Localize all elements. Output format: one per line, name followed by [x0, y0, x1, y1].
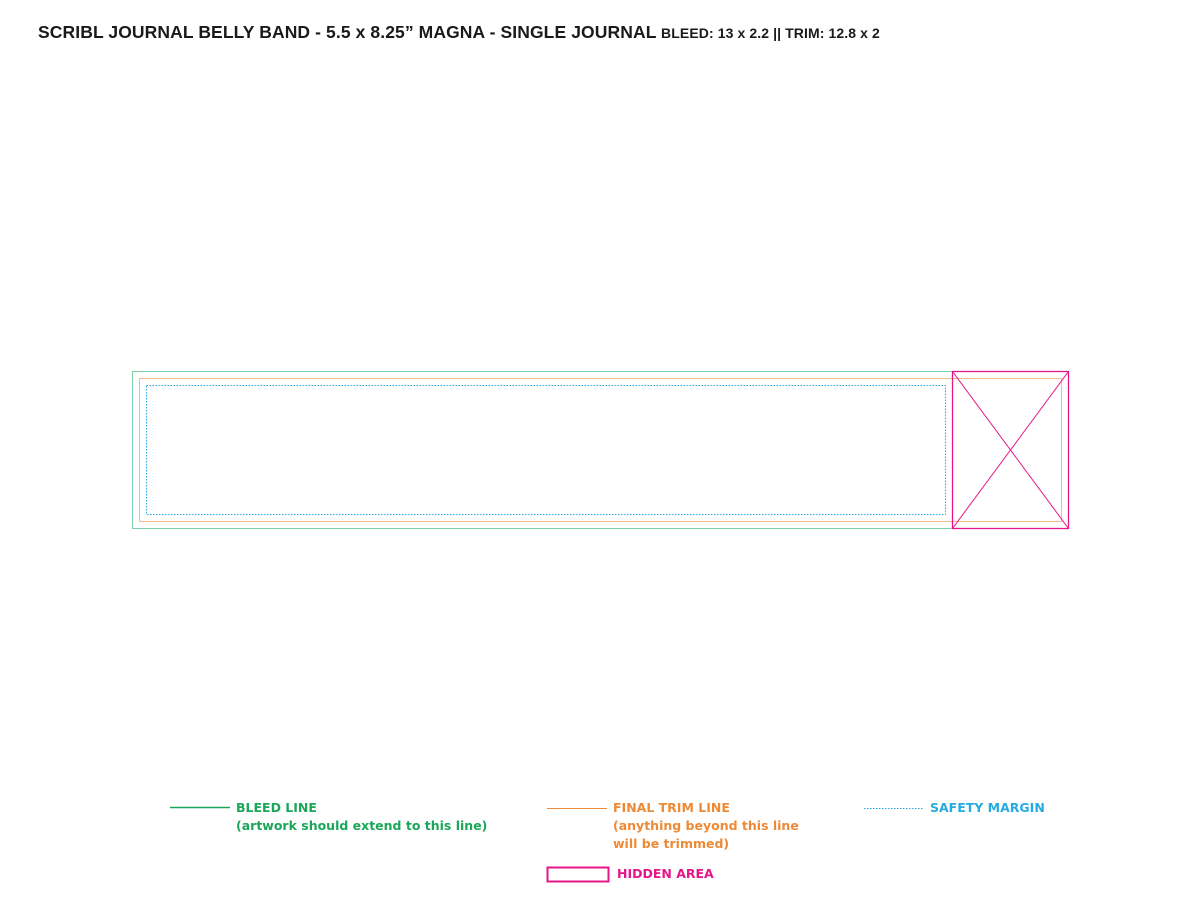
page-title: SCRIBL JOURNAL BELLY BAND - 5.5 x 8.25” … [38, 22, 880, 43]
legend-safety-label: SAFETY MARGIN [930, 800, 1045, 815]
hidden-area-diagonal-2 [952, 371, 1069, 529]
bleed-line [132, 371, 1069, 529]
legend-hidden-label: HIDDEN AREA [617, 866, 714, 881]
legend-trim-note-2: will be trimmed) [613, 836, 730, 851]
hidden-area-box [951, 370, 1070, 530]
safety-margin [146, 385, 946, 515]
legend-trim: FINAL TRIM LINE (anything beyond this li… [613, 799, 799, 853]
title-spec: BLEED: 13 x 2.2 || TRIM: 12.8 x 2 [661, 25, 880, 41]
legend-hidden-swatch [546, 866, 610, 883]
trim-line [139, 378, 1062, 522]
legend-trim-label: FINAL TRIM LINE [613, 800, 730, 815]
legend-trim-note-1: (anything beyond this line [613, 818, 799, 833]
legend-safety: SAFETY MARGIN [930, 799, 1045, 817]
legend-hidden: HIDDEN AREA [617, 865, 714, 883]
legend-bleed-note: (artwork should extend to this line) [236, 818, 488, 833]
title-main: SCRIBL JOURNAL BELLY BAND - 5.5 x 8.25” … [38, 22, 657, 42]
legend-bleed: BLEED LINE (artwork should extend to thi… [236, 799, 487, 835]
legend-bleed-label: BLEED LINE [236, 800, 317, 815]
